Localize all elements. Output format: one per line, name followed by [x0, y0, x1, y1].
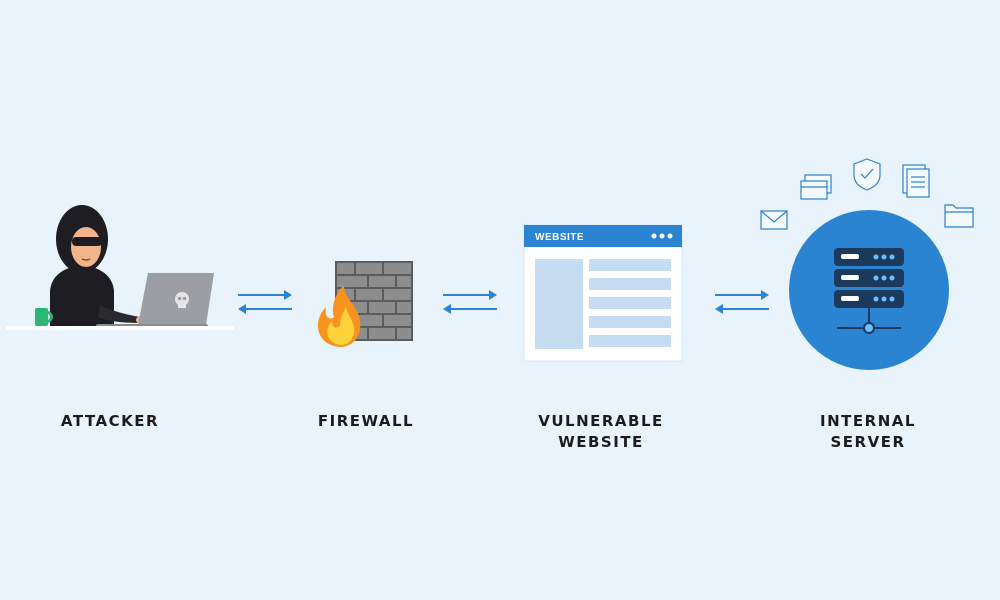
folder-icon	[944, 204, 974, 228]
document-icon	[902, 164, 930, 198]
label-line: ATTACKER	[60, 412, 160, 430]
label-firewall: FIREWALL	[266, 411, 466, 432]
hacker-face	[71, 227, 101, 267]
website-window: WEBSITE	[523, 223, 683, 363]
laptop-icon	[96, 273, 214, 329]
label-website: VULNERABLE WEBSITE	[501, 411, 701, 453]
server-rack-icon	[834, 248, 904, 334]
sunglasses-icon	[72, 237, 102, 246]
arrow-pair-attacker-firewall	[236, 287, 294, 317]
wallet-icon	[800, 174, 832, 200]
mug-icon	[35, 308, 53, 326]
arrow-pair-firewall-website	[441, 287, 499, 317]
label-attacker: ATTACKER	[10, 411, 210, 432]
label-server: INTERNAL SERVER	[768, 411, 968, 453]
server-illustration	[755, 155, 980, 375]
skull-icon	[175, 292, 189, 308]
website-sidebar	[535, 259, 583, 349]
label-line: VULNERABLE	[538, 412, 664, 430]
flame-icon	[317, 285, 361, 347]
window-dots-icon	[651, 233, 673, 239]
mail-icon	[760, 210, 788, 230]
hacker-body	[50, 265, 114, 327]
label-line: FIREWALL	[317, 412, 415, 430]
website-header-text: WEBSITE	[535, 232, 584, 243]
firewall-illustration	[310, 255, 420, 350]
desk	[6, 326, 234, 330]
shield-check-icon	[853, 158, 881, 191]
attacker-illustration	[0, 195, 240, 340]
arrow-pair-website-server	[713, 287, 771, 317]
label-line: WEBSITE	[558, 433, 644, 451]
label-line: INTERNAL	[820, 412, 916, 430]
label-line: SERVER	[830, 433, 906, 451]
